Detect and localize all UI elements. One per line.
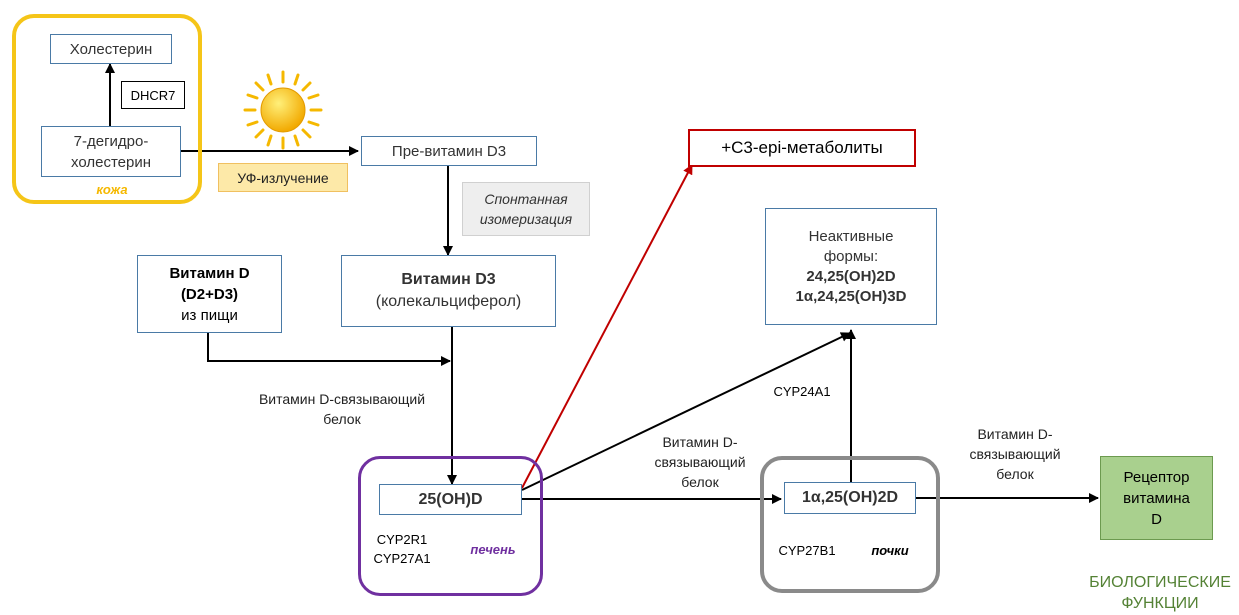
calcidiol-node: 25(OH)D [379, 484, 522, 515]
dietary-vitamin-d-node: Витамин D (D2+D3) из пищи [137, 255, 282, 333]
dbp-label-2: Витамин D- связывающий белок [654, 434, 746, 490]
uv-label: УФ-излучение [218, 163, 348, 192]
vitamin-d3-node: Витамин D3 (колекальциферол) [341, 255, 556, 327]
isomerization-label: Спонтанная изомеризация [462, 182, 590, 236]
previtamin-label: Пре-витамин D3 [391, 142, 507, 160]
liver-enzymes: CYP2R1 CYP27A1 [373, 532, 431, 566]
cyp27b1-label: CYP27B1 [778, 543, 836, 558]
liver-region [358, 456, 543, 596]
arrow-calcidiol-to-c3epi [521, 164, 693, 489]
kidney-region [760, 456, 940, 593]
dbp-label-3: Витамин D- связывающий белок [969, 426, 1061, 482]
inactive-forms-node: Неактивные формы: 24,25(OH)2D 1α,24,25(O… [765, 208, 937, 325]
receptor-node: Рецептор витамина D [1100, 456, 1213, 540]
vitd3-title: Витамин D3 [401, 271, 496, 288]
cyp24a1-label: CYP24A1 [773, 384, 831, 399]
dehydro-line1: 7-дегидро- [73, 132, 149, 150]
cholesterol-node: Холестерин [50, 34, 172, 64]
vitd3-subtitle: (колекальциферол) [375, 293, 522, 310]
arrow-calcidiol-to-inactive [521, 332, 851, 491]
dhcr7-label: DHCR7 [130, 87, 176, 103]
previtamin-node: Пре-витамин D3 [361, 136, 537, 166]
dbp-label-1: Витамин D-связывающий белок [258, 391, 426, 427]
kidney-label: почки [871, 543, 909, 558]
arrow-food-to-main [207, 333, 451, 366]
dehydrocholesterol-node: 7-дегидро- холестерин [41, 126, 181, 177]
calcitriol-node: 1α,25(OH)2D [784, 482, 916, 514]
skin-region [12, 14, 202, 204]
sun-icon [243, 70, 323, 150]
dehydro-line2: холестерин [71, 153, 151, 171]
c3-epi-node: +C3-epi-метаболиты [688, 129, 916, 167]
cholesterol-label: Холестерин [69, 40, 153, 58]
biological-functions-label: БИОЛОГИЧЕСКИЕ ФУНКЦИИ [1089, 574, 1231, 612]
skin-label: кожа [96, 182, 128, 197]
liver-label: печень [470, 542, 516, 557]
dhcr7-node: DHCR7 [121, 81, 185, 109]
